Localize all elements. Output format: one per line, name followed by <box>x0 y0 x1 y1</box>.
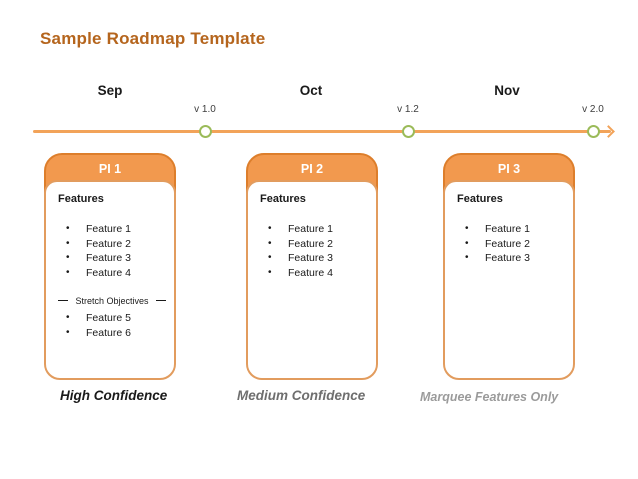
pi2-card: PI 2 Features Feature 1 Feature 2 Featur… <box>246 153 378 380</box>
list-item: Feature 5 <box>58 311 166 326</box>
features-heading: Features <box>58 193 104 205</box>
milestone-marker-icon <box>402 125 415 138</box>
list-item: Feature 1 <box>58 222 166 237</box>
stretch-objectives-divider: Stretch Objectives <box>58 296 166 306</box>
list-item: Feature 6 <box>58 326 166 341</box>
milestone-label-v2-0: v 2.0 <box>582 104 604 115</box>
milestone-label-v1-0: v 1.0 <box>194 104 216 115</box>
confidence-label-high: High Confidence <box>60 388 168 403</box>
page-title: Sample Roadmap Template <box>40 29 266 48</box>
list-item: Feature 2 <box>457 237 565 252</box>
list-item: Feature 3 <box>260 251 368 266</box>
list-item: Feature 4 <box>58 266 166 281</box>
stretch-feature-list: Feature 5 Feature 6 <box>58 311 166 340</box>
list-item: Feature 3 <box>58 251 166 266</box>
list-item: Feature 2 <box>260 237 368 252</box>
month-label-oct: Oct <box>299 83 323 98</box>
milestone-marker-icon <box>587 125 600 138</box>
list-item: Feature 1 <box>457 222 565 237</box>
confidence-label-medium: Medium Confidence <box>237 388 366 403</box>
confidence-label-marquee: Marquee Features Only <box>420 390 559 404</box>
list-item: Feature 1 <box>260 222 368 237</box>
divider-dash <box>155 300 166 302</box>
month-label-sep: Sep <box>97 83 123 98</box>
feature-list: Feature 1 Feature 2 Feature 3 Feature 4 <box>58 222 166 281</box>
stretch-objectives-heading: Stretch Objectives <box>75 295 149 306</box>
timeline-line <box>33 130 611 133</box>
timeline-arrow-icon <box>602 124 615 138</box>
list-item: Feature 3 <box>457 251 565 266</box>
month-label-nov: Nov <box>494 83 520 98</box>
pi1-card: PI 1 Features Feature 1 Feature 2 Featur… <box>44 153 176 380</box>
pi3-card-body: Features Feature 1 Feature 2 Feature 3 <box>443 180 575 380</box>
milestone-label-v1-2: v 1.2 <box>397 104 419 115</box>
features-heading: Features <box>260 193 306 205</box>
feature-list: Feature 1 Feature 2 Feature 3 <box>457 222 565 266</box>
divider-dash <box>58 300 69 302</box>
pi2-card-body: Features Feature 1 Feature 2 Feature 3 F… <box>246 180 378 380</box>
pi3-card: PI 3 Features Feature 1 Feature 2 Featur… <box>443 153 575 380</box>
pi1-card-body: Features Feature 1 Feature 2 Feature 3 F… <box>44 180 176 380</box>
feature-list: Feature 1 Feature 2 Feature 3 Feature 4 <box>260 222 368 281</box>
list-item: Feature 2 <box>58 237 166 252</box>
list-item: Feature 4 <box>260 266 368 281</box>
features-heading: Features <box>457 193 503 205</box>
milestone-marker-icon <box>199 125 212 138</box>
